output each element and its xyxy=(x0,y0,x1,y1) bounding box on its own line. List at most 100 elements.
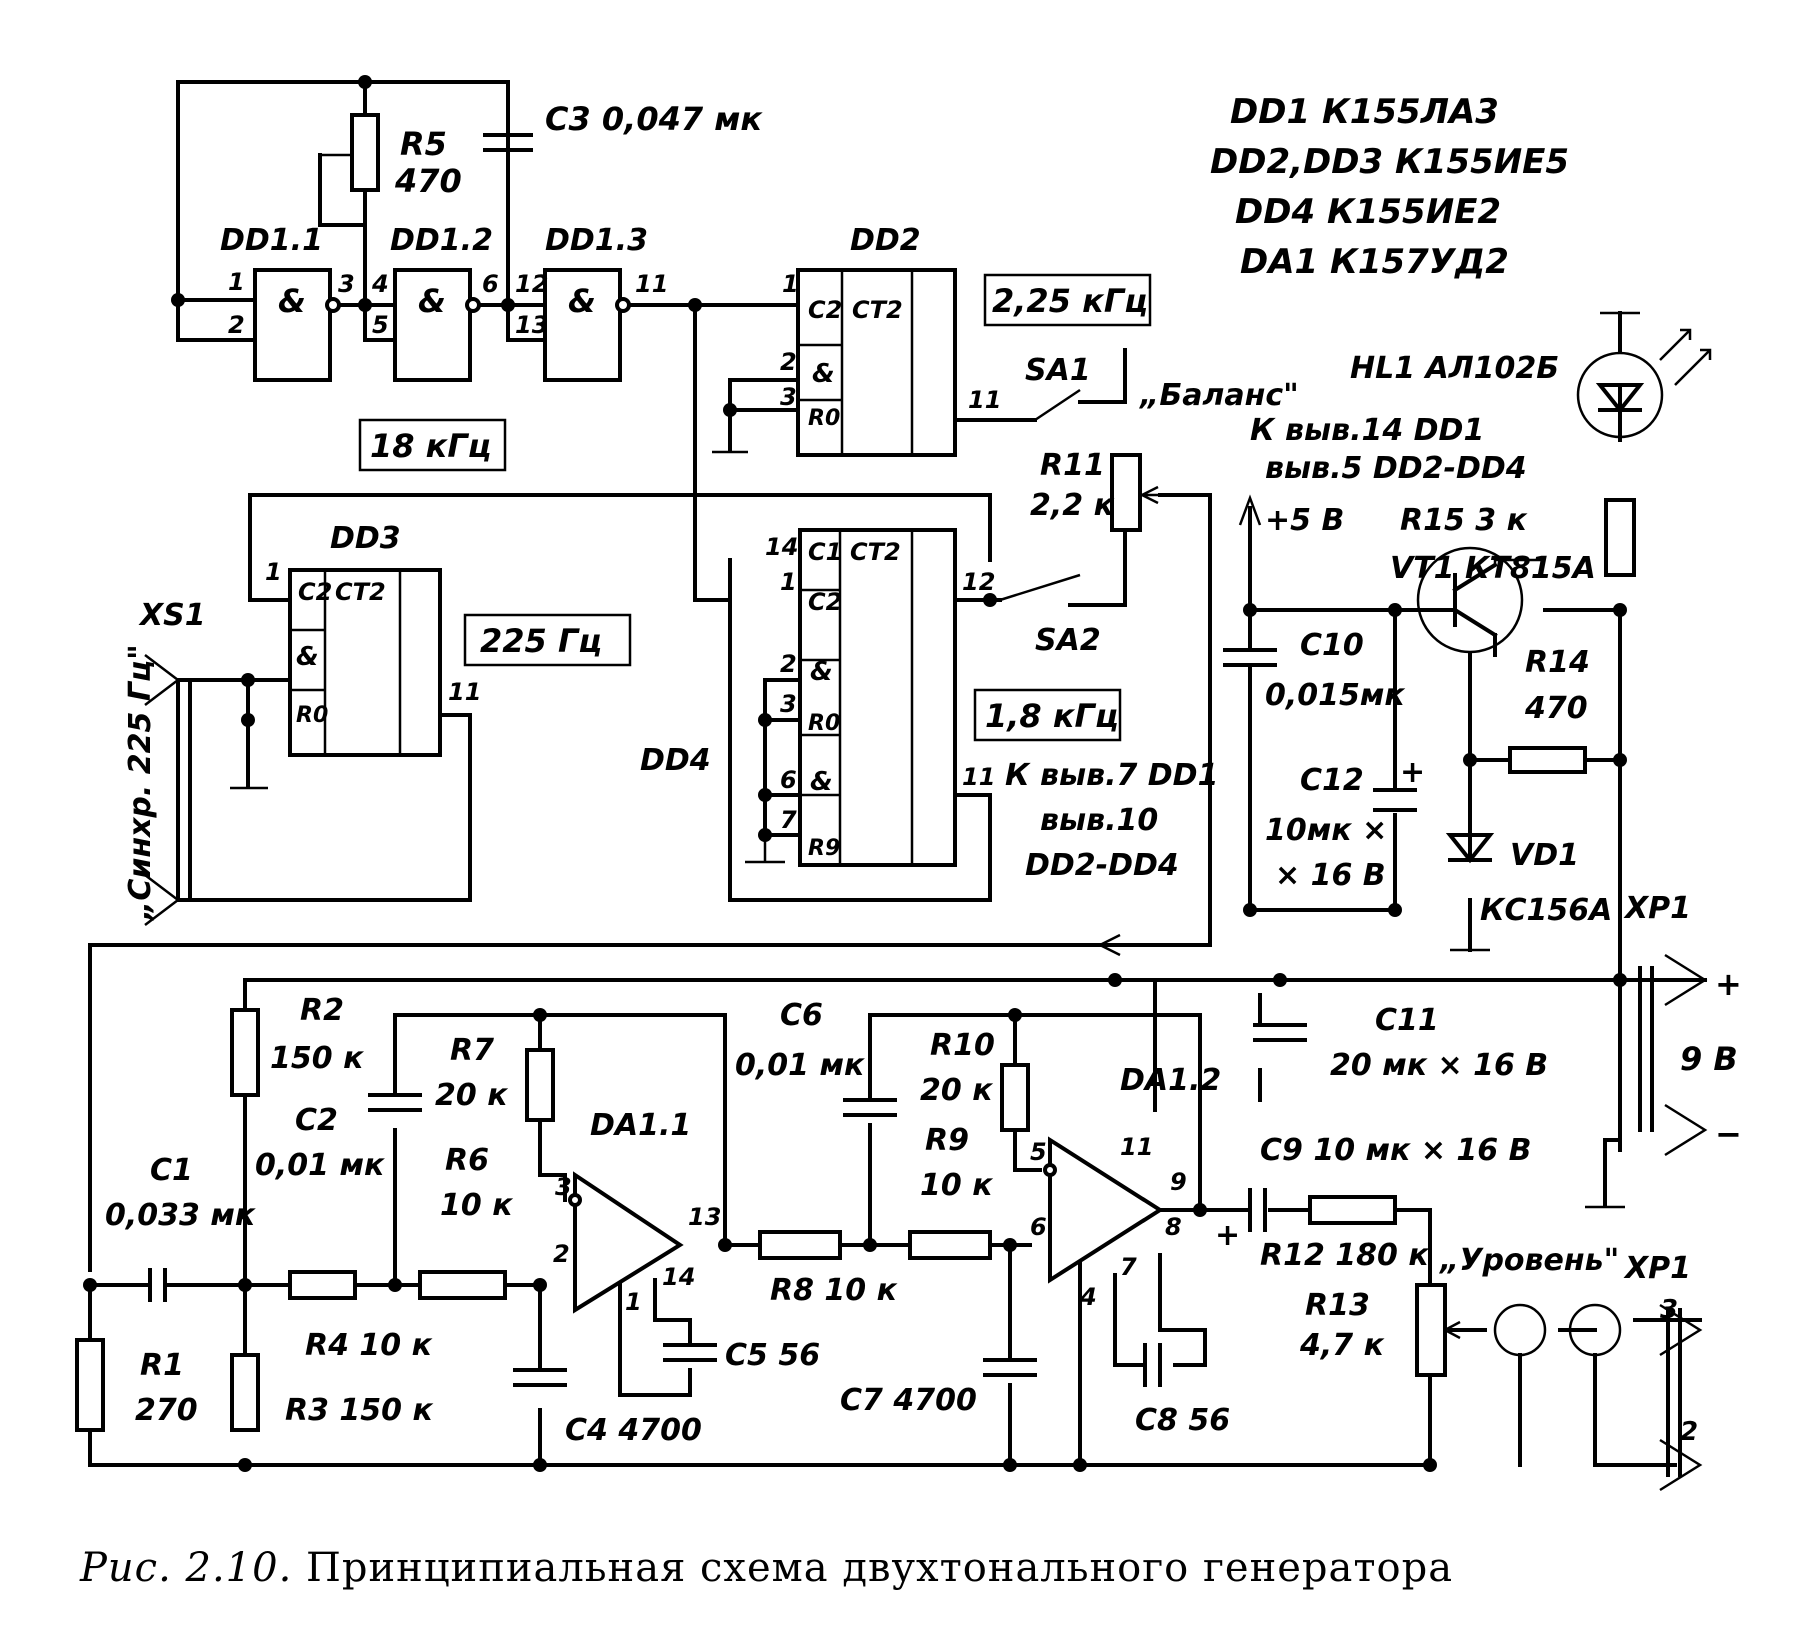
figure-number: Рис. 2.10. xyxy=(80,1545,293,1591)
label-parts-vt1: VT1 КТ815А xyxy=(1390,551,1596,586)
label-pins-dd4_1: 1 xyxy=(780,568,797,596)
label-parts-r2v: 150 к xyxy=(270,1041,364,1076)
label-pins-da2_9: 9 xyxy=(1170,1168,1187,1196)
label-parts-r8: R8 10 к xyxy=(770,1273,898,1308)
label-pins-xp_2: 2 xyxy=(1680,1417,1698,1447)
label-counters-c2: C2 xyxy=(808,588,842,616)
label-pins-da2_11: 11 xyxy=(1120,1133,1153,1161)
gate-dd1-3 xyxy=(543,268,622,382)
label-freq_boxes-f1k8: 1,8 кГц xyxy=(985,697,1119,735)
label-parts-sa2: SA2 xyxy=(1035,623,1101,658)
label-parts-plus2: + xyxy=(1400,755,1425,790)
label-parts-r13: R13 xyxy=(1305,1288,1370,1323)
label-parts-c11v: 20 мк × 16 В xyxy=(1330,1048,1548,1083)
label-parts-r9v: 10 к xyxy=(920,1168,993,1203)
label-parts-r11v: 2,2 к xyxy=(1030,488,1115,523)
gate-dd1-1 xyxy=(253,268,332,382)
label-pins-dd4_2: 2 xyxy=(780,650,797,678)
transistor-vt1 xyxy=(1416,546,1524,654)
potentiometer-r13 xyxy=(1415,1283,1447,1377)
label-parts-v9: 9 В xyxy=(1680,1040,1738,1078)
counter-dd3 xyxy=(288,568,442,757)
resistor-r4 xyxy=(288,1270,357,1300)
label-parts-r2: R2 xyxy=(300,993,344,1028)
label-counters-r0: R0 xyxy=(808,406,840,431)
label-pins-dd12_out: 6 xyxy=(482,270,499,298)
label-parts-r6v: 10 к xyxy=(440,1188,513,1223)
label-pins-dd2_1: 1 xyxy=(782,270,799,298)
counter-dd2 xyxy=(796,268,957,457)
label-pins-dd13_in2: 13 xyxy=(515,311,548,339)
label-parts-xs1: XS1 xyxy=(138,598,206,633)
label-parts-vd1t: КС156А xyxy=(1480,893,1612,928)
label-parts-r12: R12 180 к xyxy=(1260,1238,1429,1273)
resistor-r5 xyxy=(350,113,380,192)
label-parts-r10v: 20 к xyxy=(920,1073,993,1108)
label-parts-c4: С4 4700 xyxy=(565,1413,702,1448)
ic-list-4: DA1 К157УД2 xyxy=(1240,242,1509,282)
label-pins-dd12_in1: 4 xyxy=(371,270,389,298)
label-parts-p5v: +5 В xyxy=(1265,503,1344,538)
label-counters-and: & xyxy=(296,642,319,672)
label-parts-r13v: 4,7 к xyxy=(1299,1328,1385,1363)
label-counters-c1: C1 xyxy=(808,538,842,566)
label-parts-hl1: HL1 АЛ102Б xyxy=(1350,351,1559,386)
resistor-r10 xyxy=(1000,1063,1030,1132)
label-counters-c2: C2 xyxy=(298,578,332,606)
resistor-r3 xyxy=(230,1353,260,1432)
label-parts-c12v2: × 16 В xyxy=(1275,858,1386,893)
label-parts-c3: С3 0,047 мк xyxy=(545,100,763,138)
label-parts-r14: R14 xyxy=(1525,645,1590,680)
label-counters-r0: R0 xyxy=(296,703,328,728)
label-counters-ct: CT2 xyxy=(850,538,901,566)
label-pins-dd3_1: 1 xyxy=(265,558,282,586)
label-parts-r4: R4 10 к xyxy=(305,1328,433,1363)
opamp-da1-1 xyxy=(573,1171,684,1314)
label-parts-level: „Уровень" xyxy=(1438,1243,1619,1278)
junctions xyxy=(83,75,1627,1472)
label-pins-da1_14: 14 xyxy=(662,1263,695,1291)
label-freq_boxes-f18k: 18 кГц xyxy=(370,427,492,465)
label-parts-r7: R7 xyxy=(450,1033,494,1068)
label-pins-da1_3: 3 xyxy=(555,1173,572,1201)
figure-caption: Рис. 2.10. Принципиальная схема двухтона… xyxy=(80,1545,1453,1591)
label-parts-sync: „Синхр. 225 Гц" xyxy=(123,644,158,922)
label-parts-da11: DA1.1 xyxy=(590,1108,691,1143)
label-parts-xp1b: XP1 xyxy=(1623,1251,1691,1286)
label-pins-dd4_3: 3 xyxy=(780,690,797,718)
label-parts-c6: С6 xyxy=(780,998,823,1033)
and-2: & xyxy=(418,282,446,320)
label-pins-da2_6: 6 xyxy=(1030,1213,1047,1241)
label-parts-r10: R10 xyxy=(930,1028,995,1063)
label-parts-c2: С2 xyxy=(295,1103,338,1138)
resistor-r9 xyxy=(908,1230,992,1260)
label-pins-da2_8: 8 xyxy=(1165,1213,1182,1241)
label-parts-c8: С8 56 xyxy=(1135,1403,1230,1438)
gate-label-dd1-2: DD1.2 xyxy=(390,223,493,258)
label-parts-xp1a: XP1 xyxy=(1623,891,1691,926)
label-parts-c2v: 0,01 мк xyxy=(255,1148,385,1183)
label-pins-dd4_6: 6 xyxy=(780,766,797,794)
led-hl1 xyxy=(1576,351,1664,439)
label-pins-dd13_in1: 12 xyxy=(515,270,548,298)
label-counters-c2: C2 xyxy=(808,296,842,324)
label-pins-dd13_out: 11 xyxy=(635,270,668,298)
labels: DD1 К155ЛА3 DD2,DD3 К155ИЕ5 DD4 К155ИЕ2 … xyxy=(105,92,1742,1448)
label-parts-k14b: выв.5 DD2-DD4 xyxy=(1265,451,1527,486)
resistor-r15 xyxy=(1604,498,1636,577)
label-counters-and: & xyxy=(810,767,833,797)
label-parts-sa1: SA1 xyxy=(1025,353,1091,388)
label-pins-da2_5: 5 xyxy=(1030,1138,1047,1166)
potentiometer-r11 xyxy=(1110,453,1142,532)
components xyxy=(75,113,1712,1432)
label-pins-dd11_in2: 2 xyxy=(228,311,245,339)
label-parts-r3: R3 150 к xyxy=(285,1393,433,1428)
label-pins-dd2_2: 2 xyxy=(780,348,797,376)
label-parts-c9: С9 10 мк × 16 В xyxy=(1260,1133,1532,1168)
label-parts-c10v: 0,015мк xyxy=(1265,678,1405,713)
label-parts-k7c: DD2-DD4 xyxy=(1025,848,1179,883)
label-pins-dd2_11: 11 xyxy=(968,386,1001,414)
label-counters-dd3: DD3 xyxy=(330,521,401,556)
label-pins-xp_3: 3 xyxy=(1660,1295,1678,1325)
label-parts-c1: С1 xyxy=(150,1153,193,1188)
